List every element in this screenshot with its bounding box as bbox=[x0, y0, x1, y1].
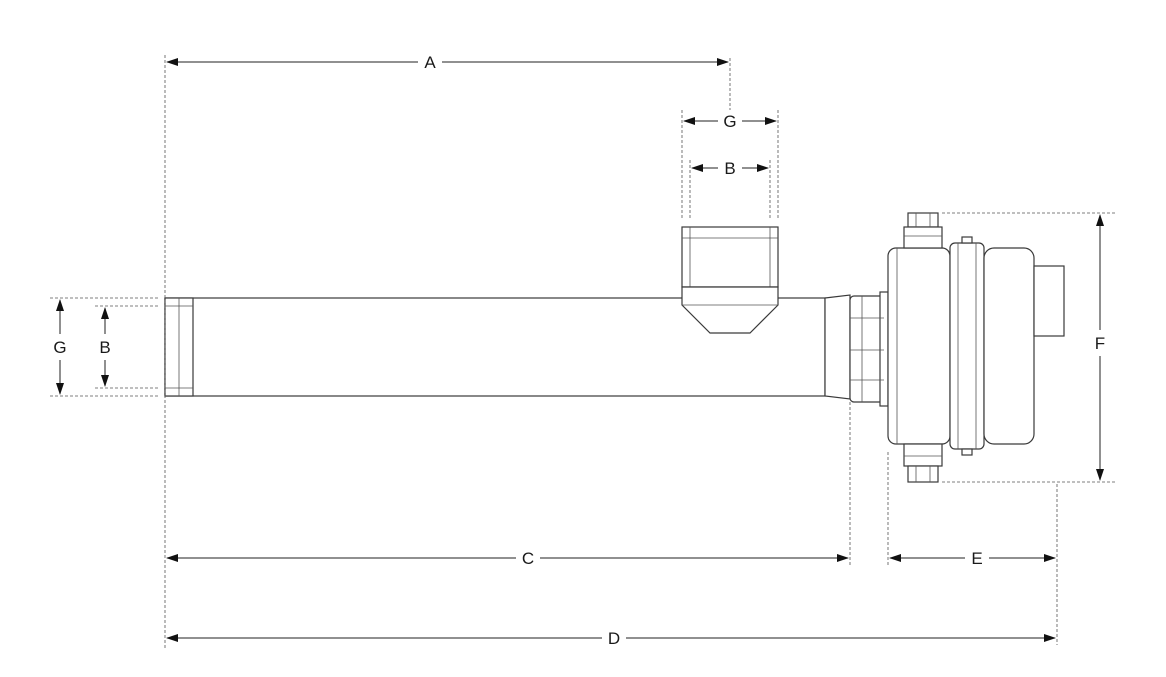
label-d: D bbox=[608, 629, 620, 648]
label-b-top: B bbox=[724, 159, 735, 178]
dimension-g-top: G bbox=[683, 112, 777, 131]
dimension-d: D bbox=[166, 629, 1056, 648]
taper-section bbox=[824, 294, 851, 400]
dimension-b-top: B bbox=[691, 159, 769, 178]
dimension-a: A bbox=[166, 53, 729, 72]
dimension-c: C bbox=[166, 549, 849, 568]
dimension-e: E bbox=[889, 549, 1056, 568]
terminal-enclosure bbox=[887, 212, 1065, 483]
heater-body bbox=[164, 212, 1065, 483]
dimension-g-left: G bbox=[53, 299, 67, 395]
label-a: A bbox=[424, 53, 436, 72]
outlet-nozzle bbox=[681, 226, 779, 334]
dimension-b-left: B bbox=[99, 307, 111, 387]
label-g-left: G bbox=[53, 338, 66, 357]
label-f: F bbox=[1095, 334, 1105, 353]
dimension-f: F bbox=[1095, 214, 1105, 481]
label-e: E bbox=[971, 549, 982, 568]
label-b-left: B bbox=[99, 338, 110, 357]
hex-fitting bbox=[849, 291, 889, 407]
label-c: C bbox=[522, 549, 534, 568]
label-g-top: G bbox=[723, 112, 736, 131]
extension-lines bbox=[50, 55, 1116, 650]
